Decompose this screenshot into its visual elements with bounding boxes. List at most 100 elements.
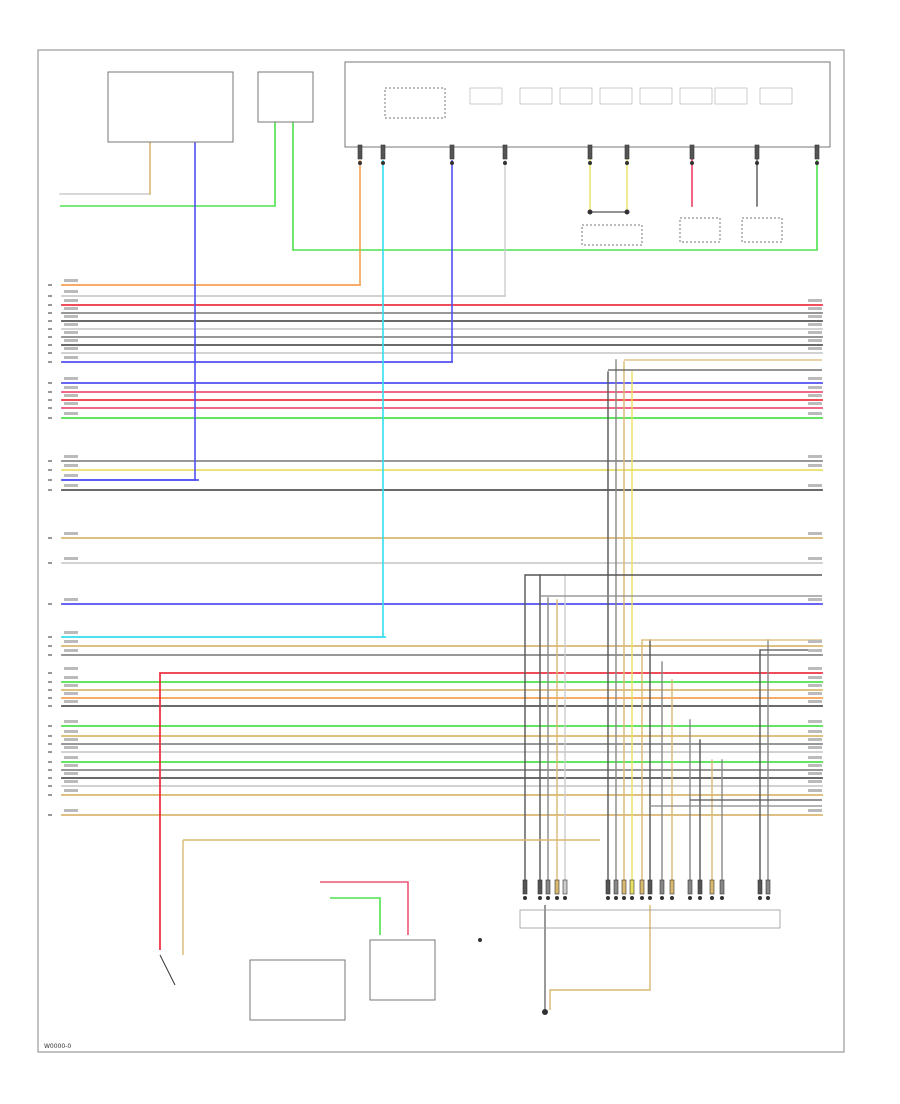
bundle-connector-15-dot bbox=[710, 896, 714, 900]
module-pin-5-dot bbox=[588, 161, 592, 165]
bus-wire-label-left-27 bbox=[64, 676, 78, 679]
module-pin-3-dot bbox=[450, 161, 454, 165]
module-relay-7 bbox=[714, 87, 748, 105]
bundle-connector-16 bbox=[719, 879, 725, 895]
module-pin-7 bbox=[689, 144, 695, 160]
module-pin-6-dot bbox=[625, 161, 629, 165]
bus-wire-pin-9 bbox=[48, 352, 52, 354]
bus-wire-label-right-28 bbox=[808, 684, 822, 687]
bus-wire-pin-14 bbox=[48, 407, 52, 409]
bus-wire-label-left-15 bbox=[64, 412, 78, 415]
bus-wire-label-left-35 bbox=[64, 756, 78, 759]
bus-wire-label-left-4 bbox=[64, 307, 78, 310]
diagram-border bbox=[37, 49, 845, 1053]
bus-wire-label-right-31 bbox=[808, 720, 822, 723]
bus-wire-label-right-38 bbox=[808, 780, 822, 783]
tan-return-bottom bbox=[549, 905, 651, 1010]
bundle-connector-4 bbox=[562, 879, 568, 895]
bundle-connector-19-dot bbox=[523, 896, 527, 900]
bundle-connector-6 bbox=[613, 879, 619, 895]
bus-wire-pin-17 bbox=[48, 469, 52, 471]
bus-wire-pin-21 bbox=[48, 562, 52, 564]
bus-wire-pin-1 bbox=[48, 284, 52, 286]
bundle-connector-3 bbox=[554, 879, 560, 895]
bus-wire-label-left-39 bbox=[64, 789, 78, 792]
bus-wire-pin-23 bbox=[48, 636, 52, 638]
module-relay-3 bbox=[559, 87, 593, 105]
top-right-label-a bbox=[581, 224, 643, 246]
bundle-connector-2 bbox=[545, 879, 551, 895]
bus-wire-pin-3 bbox=[48, 304, 52, 306]
bus-wire-label-left-25 bbox=[64, 649, 78, 652]
bundle-connector-5-dot bbox=[606, 896, 610, 900]
bus-wire-label-right-27 bbox=[808, 676, 822, 679]
bus-wire-label-left-17 bbox=[64, 464, 78, 467]
module-pin-4-dot bbox=[503, 161, 507, 165]
page-code: W0000-0 bbox=[44, 1043, 71, 1050]
bus-wire-label-left-7 bbox=[64, 331, 78, 334]
bus-wire-label-left-14 bbox=[64, 402, 78, 405]
bus-wire-pin-11 bbox=[48, 382, 52, 384]
bundle-connector-9 bbox=[639, 879, 645, 895]
bus-wire-label-left-26 bbox=[64, 667, 78, 670]
bus-wire-pin-38 bbox=[48, 785, 52, 787]
lower-relay-box bbox=[249, 959, 346, 1021]
bus-wire-label-right-25 bbox=[808, 649, 822, 652]
bus-wire-label-right-7 bbox=[808, 331, 822, 334]
bus-wire-label-right-35 bbox=[808, 756, 822, 759]
bus-wire-pin-12 bbox=[48, 391, 52, 393]
bus-wire-pin-16 bbox=[48, 460, 52, 462]
module-pin-8-dot bbox=[755, 161, 759, 165]
module-relay-4 bbox=[599, 87, 633, 105]
bundle-connector-13-dot bbox=[688, 896, 692, 900]
bus-wire-pin-15 bbox=[48, 417, 52, 419]
module-relay-2 bbox=[519, 87, 553, 105]
module-pin-9 bbox=[814, 144, 820, 160]
bus-wire-label-right-11 bbox=[808, 377, 822, 380]
top-left-switch bbox=[107, 71, 234, 143]
bundle-connector-13 bbox=[687, 879, 693, 895]
bundle-connector-17 bbox=[757, 879, 763, 895]
bus-wire-label-right-13 bbox=[808, 394, 822, 397]
module-pin-1-dot bbox=[358, 161, 362, 165]
bus-wire-label-left-13 bbox=[64, 394, 78, 397]
bus-wire-label-left-10 bbox=[64, 356, 78, 359]
bus-wire-label-right-21 bbox=[808, 557, 822, 560]
bus-wire-label-left-9 bbox=[64, 347, 78, 350]
bus-wire-pin-2 bbox=[48, 295, 52, 297]
bus-wire-pin-40 bbox=[48, 814, 52, 816]
bus-wire-pin-8 bbox=[48, 344, 52, 346]
bus-wire-pin-31 bbox=[48, 725, 52, 727]
bundle-connector-10 bbox=[647, 879, 653, 895]
module-pin-8 bbox=[754, 144, 760, 160]
bundle-connector-3-dot bbox=[555, 896, 559, 900]
bus-wire-pin-10 bbox=[48, 361, 52, 363]
module-pin-5 bbox=[587, 144, 593, 160]
bus-wire-label-left-34 bbox=[64, 746, 78, 749]
bus-wire-label-left-31 bbox=[64, 720, 78, 723]
bus-wire-label-left-8 bbox=[64, 339, 78, 342]
switch-arm bbox=[159, 954, 176, 986]
bus-wire-label-left-6 bbox=[64, 323, 78, 326]
bus-wire-pin-26 bbox=[48, 672, 52, 674]
bus-wire-pin-4 bbox=[48, 312, 52, 314]
bundle-connector-8-dot bbox=[630, 896, 634, 900]
bus-wire-label-right-30 bbox=[808, 700, 822, 703]
top-right-label-b bbox=[679, 217, 721, 243]
bus-wire-label-right-4 bbox=[808, 307, 822, 310]
bus-wire-label-right-12 bbox=[808, 386, 822, 389]
module-pin-4 bbox=[502, 144, 508, 160]
green-feed-left bbox=[60, 120, 276, 207]
bundle-connector-11-dot bbox=[660, 896, 664, 900]
bus-wire-pin-5 bbox=[48, 320, 52, 322]
module-pin-7-dot bbox=[690, 161, 694, 165]
top-right-label-c bbox=[741, 217, 783, 243]
top-ground-1 bbox=[587, 209, 593, 215]
bundle-connector-12-dot bbox=[670, 896, 674, 900]
bus-wire-label-right-19 bbox=[808, 484, 822, 487]
bus-wire-label-right-32 bbox=[808, 730, 822, 733]
bus-wire-label-right-14 bbox=[808, 402, 822, 405]
bus-wire-pin-13 bbox=[48, 399, 52, 401]
